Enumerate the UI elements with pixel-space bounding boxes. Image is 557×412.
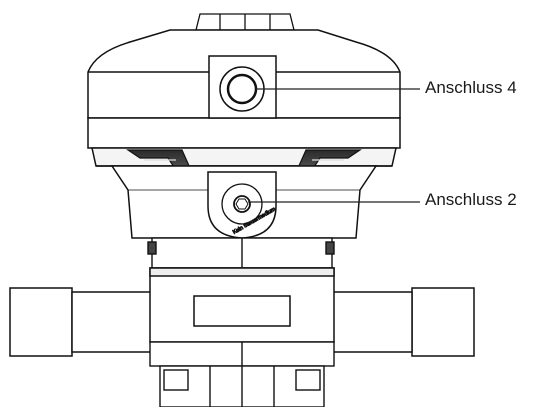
leader-lines <box>248 88 420 203</box>
neck <box>147 237 335 269</box>
label-anschluss-4: Anschluss 4 <box>425 78 517 97</box>
lower-fitting <box>149 341 335 408</box>
pipe-body <box>9 267 475 357</box>
label-anschluss-2: Anschluss 2 <box>425 190 517 209</box>
port-4 <box>208 55 277 119</box>
port-2: Kein Steuermedium <box>207 171 278 239</box>
